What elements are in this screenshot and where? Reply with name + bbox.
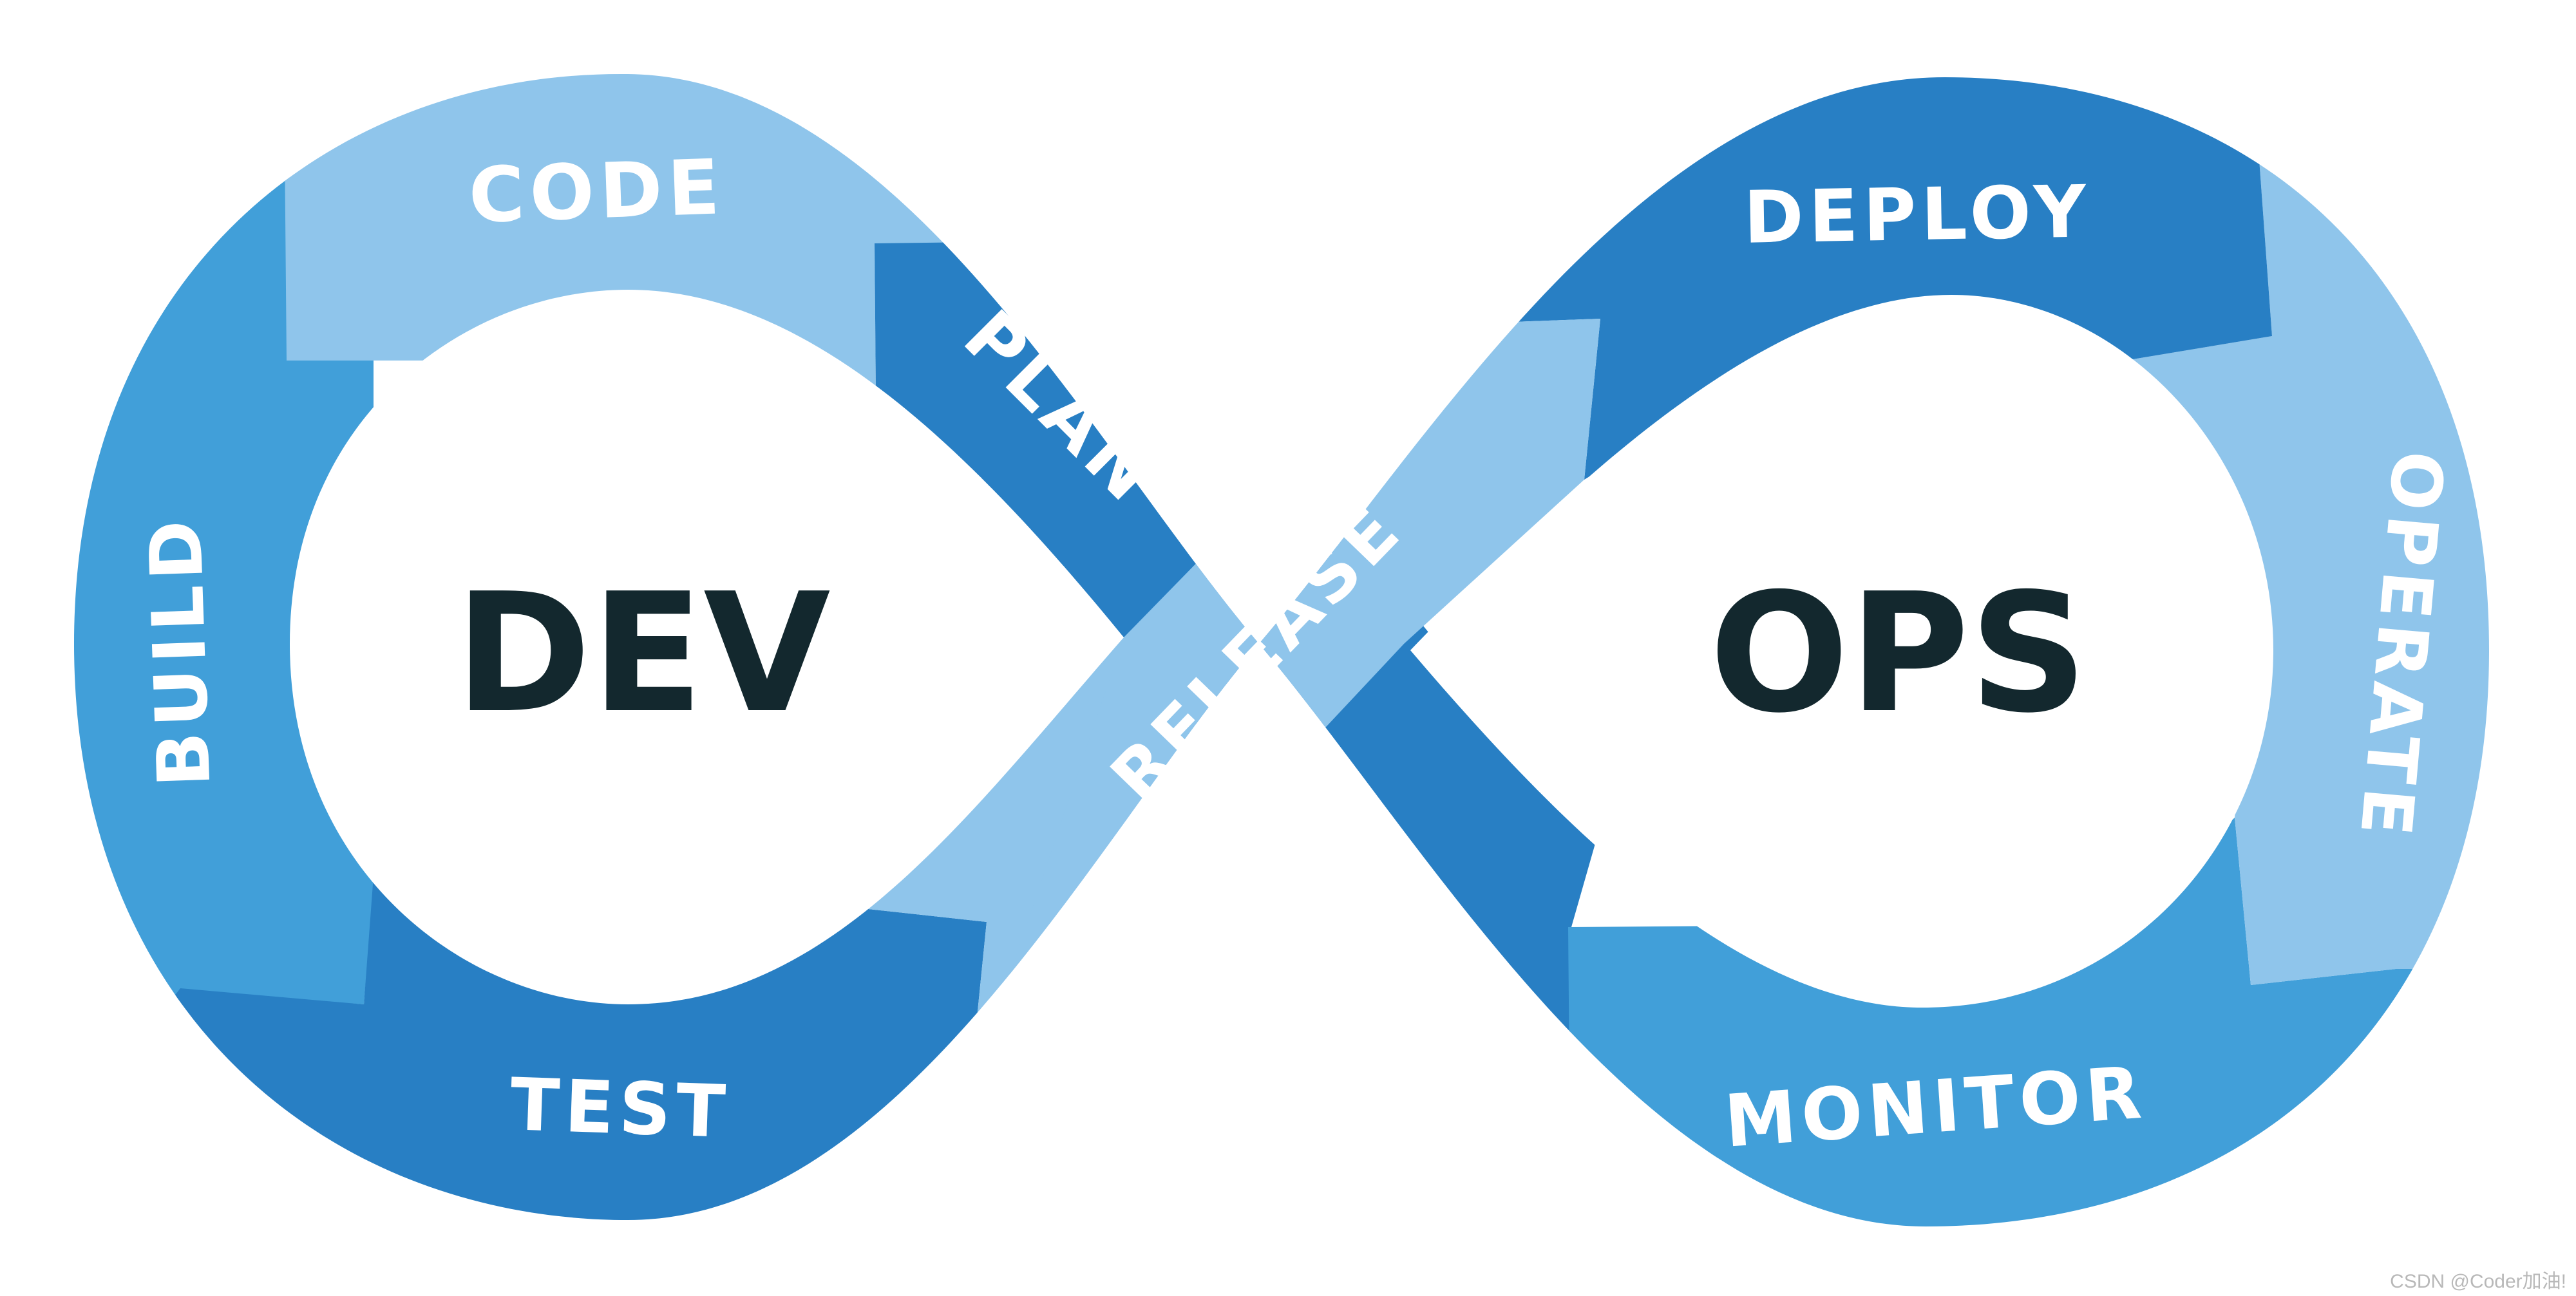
ops-label: OPS — [1709, 558, 2087, 749]
segment-release-upper — [969, 319, 1600, 1227]
left-inner-hole — [290, 290, 1124, 1004]
dev-label: DEV — [455, 558, 830, 749]
stage-test-label: TEST — [509, 1063, 732, 1154]
watermark-text: CSDN @Coder加油! — [2390, 1271, 2566, 1292]
stage-build-label: BUILD — [134, 514, 227, 789]
right-inner-hole — [1410, 295, 2273, 1008]
stage-code-label: CODE — [468, 142, 726, 240]
stage-deploy-label: DEPLOY — [1743, 170, 2092, 259]
